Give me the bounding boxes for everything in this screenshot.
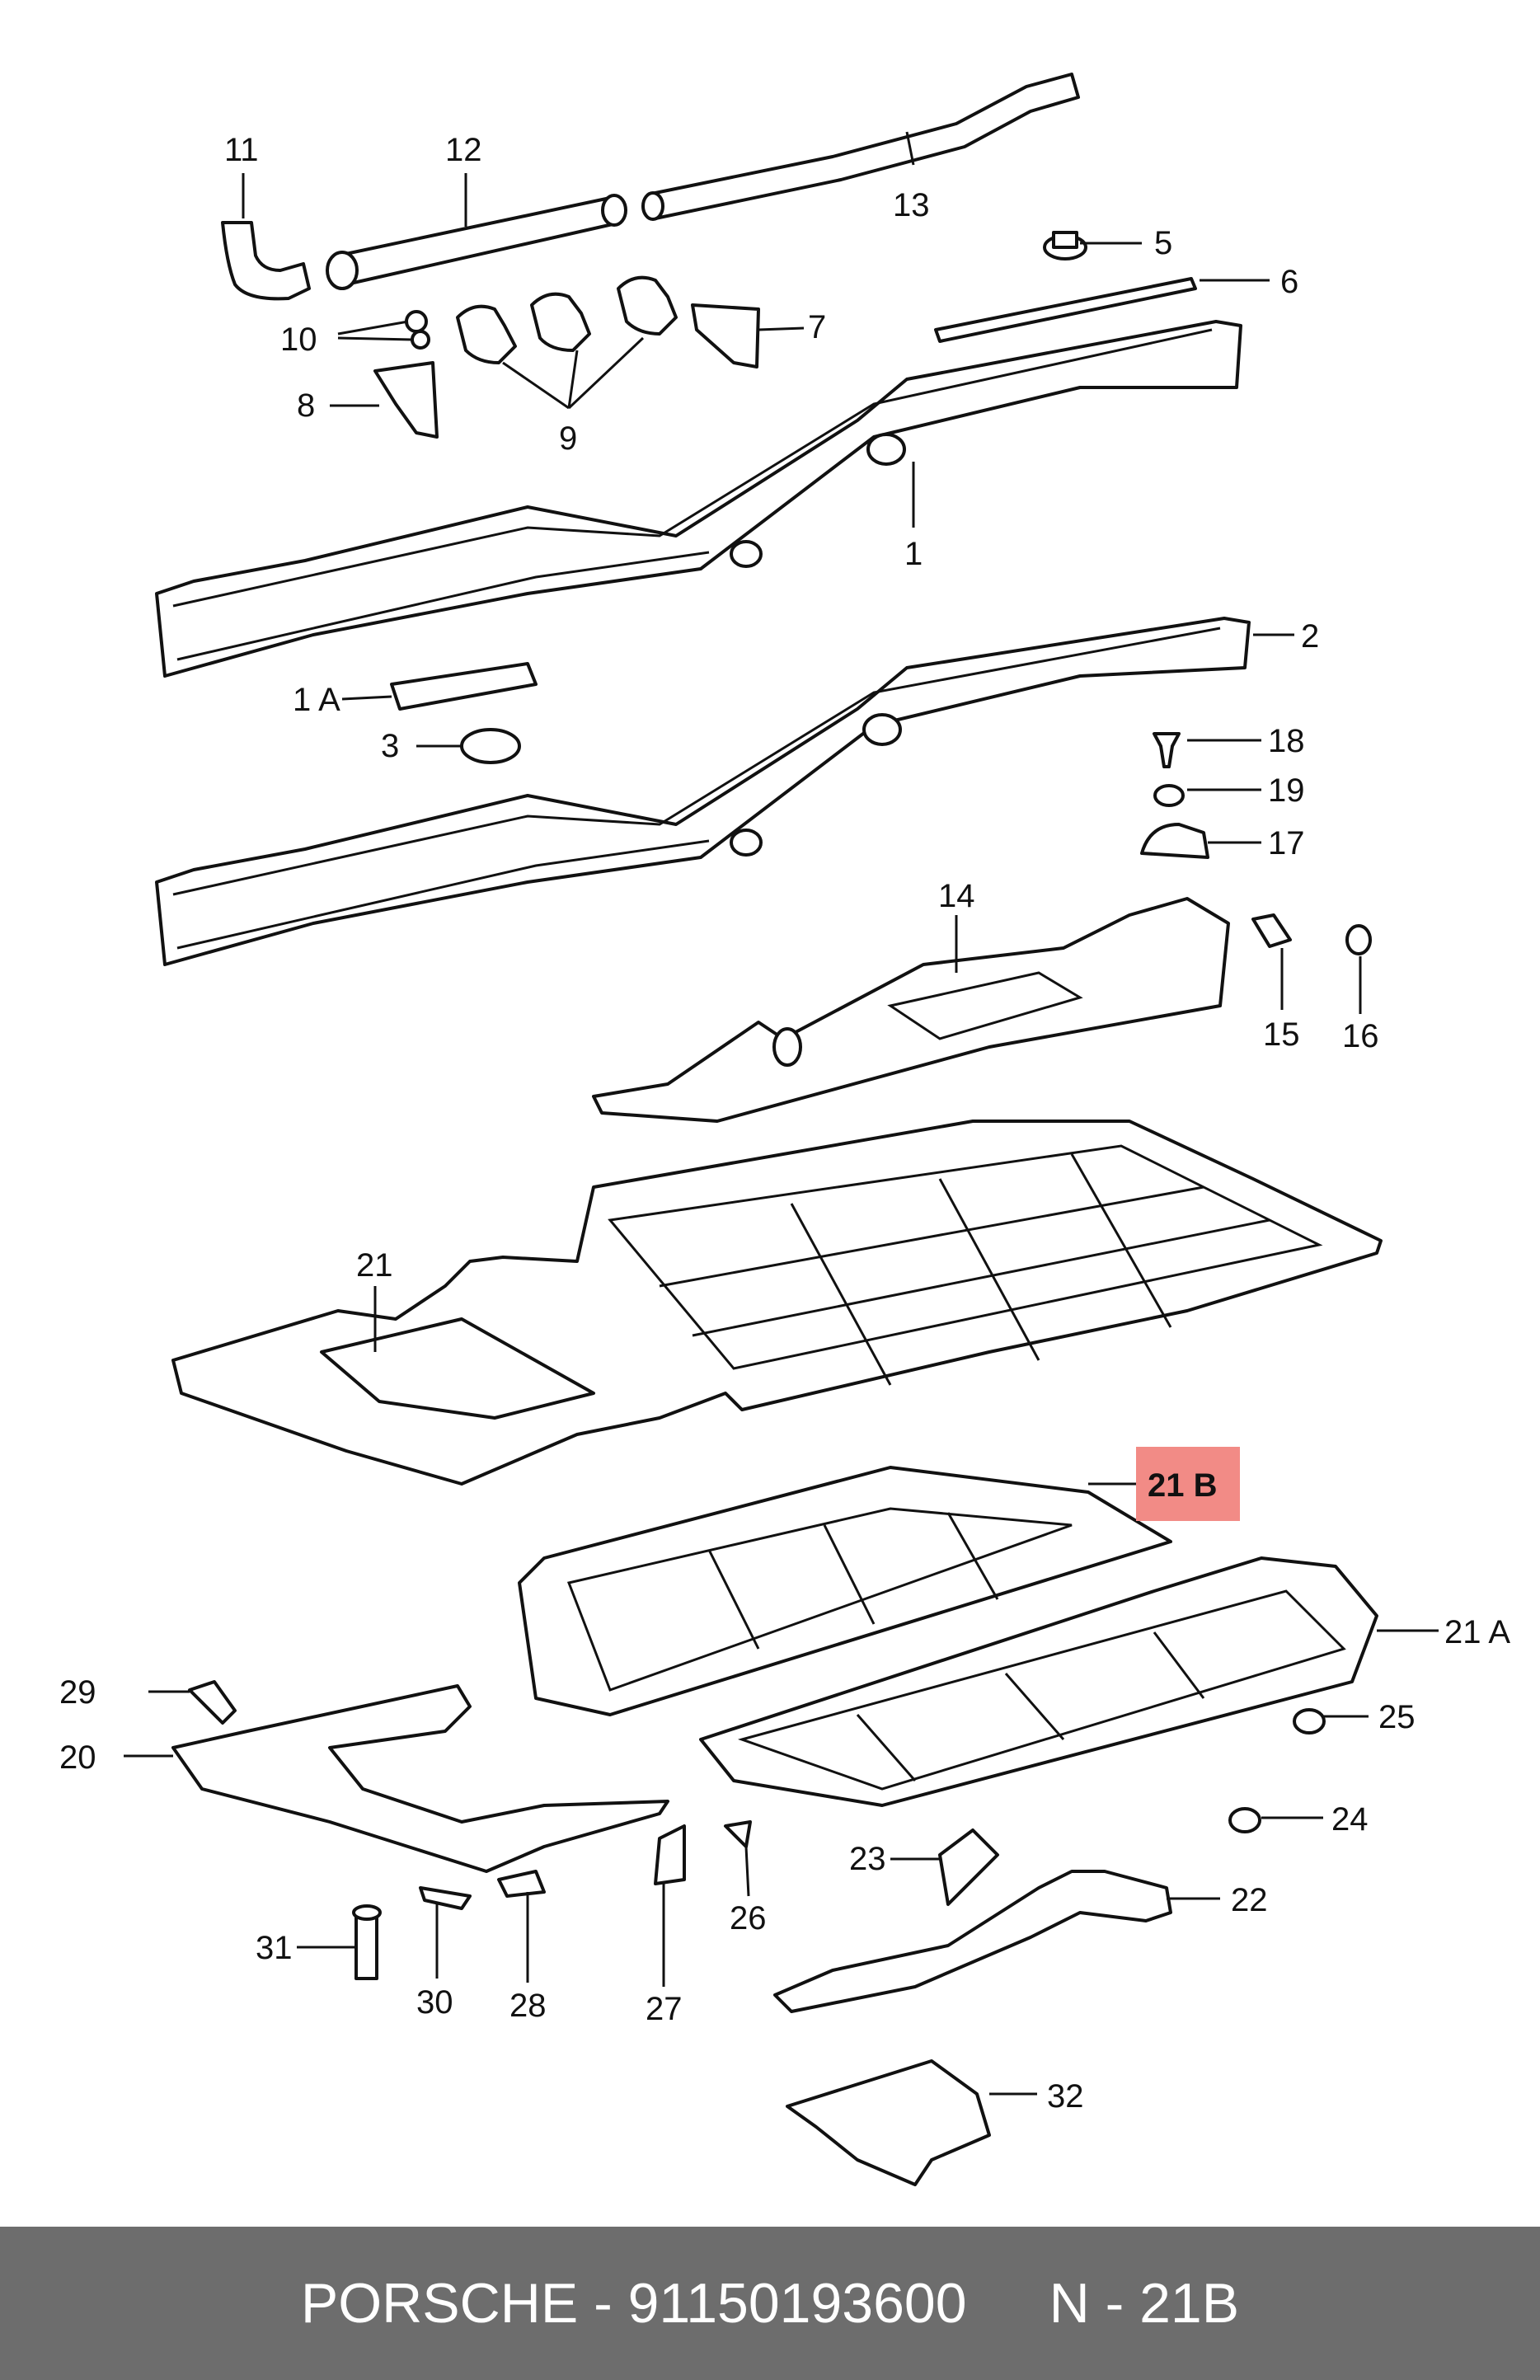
label-20: 20 <box>59 1739 96 1776</box>
label-32: 32 <box>1047 2078 1084 2115</box>
label-24: 24 <box>1331 1801 1369 1838</box>
label-10: 10 <box>280 322 317 358</box>
part-3-cap <box>460 728 521 764</box>
label-1a: 1 A <box>293 682 340 718</box>
callout-labels: 11 12 13 5 6 10 7 8 9 1 1 A 3 2 18 19 17… <box>59 132 1510 2115</box>
part-25-nut <box>1293 1708 1326 1735</box>
part-5-grommet <box>1043 231 1087 261</box>
part-1a-pad <box>390 662 538 711</box>
label-15: 15 <box>1263 1016 1300 1053</box>
label-21a: 21 A <box>1444 1614 1510 1650</box>
part-6-strip <box>934 277 1197 343</box>
label-5: 5 <box>1154 225 1172 261</box>
label-22: 22 <box>1231 1882 1268 1918</box>
label-26: 26 <box>730 1900 767 1936</box>
footer-bar: PORSCHE - 91150193600 N - 21B <box>0 2227 1540 2380</box>
part-7-bracket <box>691 303 760 369</box>
part-11-hose <box>221 221 311 301</box>
part-21-floor-pan <box>171 1120 1383 1486</box>
part-1-frame-rail <box>155 320 1242 678</box>
label-21: 21 <box>356 1247 393 1284</box>
part-19-nut <box>1153 784 1185 807</box>
part-8-bracket <box>373 361 439 439</box>
label-8: 8 <box>297 387 315 424</box>
label-2: 2 <box>1301 618 1319 655</box>
highlight-box <box>1136 1447 1240 1521</box>
part-13-pipe <box>641 73 1080 221</box>
label-27: 27 <box>646 1991 683 2027</box>
label-16: 16 <box>1342 1018 1379 1054</box>
label-14: 14 <box>938 878 975 914</box>
part-2-frame-rail <box>155 617 1251 966</box>
footer-part-number: PORSCHE - 91150193600 <box>300 2272 967 2335</box>
leader-lines <box>124 131 1439 2096</box>
label-17: 17 <box>1268 825 1305 861</box>
label-29: 29 <box>59 1674 96 1711</box>
part-17-cover <box>1140 823 1209 859</box>
part-30-clip <box>419 1886 472 1910</box>
part-26-clip <box>724 1820 752 1848</box>
label-31: 31 <box>256 1930 293 1966</box>
part-12-tube <box>326 194 627 290</box>
label-1: 1 <box>904 536 923 572</box>
part-29-clip <box>188 1680 237 1725</box>
label-23: 23 <box>849 1841 886 1877</box>
part-32-plate <box>786 2059 991 2186</box>
part-31-bolt <box>352 1904 382 1980</box>
label-6: 6 <box>1280 264 1298 300</box>
part-23-bracket <box>938 1828 999 1906</box>
label-11: 11 <box>224 132 259 168</box>
part-22-bracket <box>773 1870 1172 2013</box>
label-12: 12 <box>445 132 482 168</box>
part-21a-floor-panel <box>699 1556 1378 1807</box>
part-18-screw <box>1153 732 1181 768</box>
label-13: 13 <box>893 187 930 223</box>
part-20-panel <box>171 1684 669 1873</box>
label-9: 9 <box>559 420 577 457</box>
part-15-clip <box>1251 913 1292 948</box>
parts-diagram: 11 12 13 5 6 10 7 8 9 1 1 A 3 2 18 19 17… <box>59 73 1510 2186</box>
part-10-clips <box>405 310 430 350</box>
label-21b: 21 B <box>1148 1467 1218 1504</box>
label-30: 30 <box>416 1984 453 2021</box>
part-27-bracket <box>654 1824 686 1885</box>
footer-position: N - 21B <box>1049 2272 1240 2335</box>
part-24-nut <box>1228 1807 1261 1833</box>
label-18: 18 <box>1268 723 1305 759</box>
label-28: 28 <box>509 1988 547 2024</box>
label-3: 3 <box>381 728 399 764</box>
label-19: 19 <box>1268 772 1305 809</box>
label-7: 7 <box>808 309 826 345</box>
part-16-plug <box>1345 924 1372 955</box>
part-21b-floor-panel <box>518 1466 1172 1716</box>
part-9-brackets <box>456 275 678 364</box>
part-14-tunnel <box>592 897 1230 1123</box>
label-25: 25 <box>1378 1699 1416 1735</box>
part-28-clip <box>497 1870 546 1898</box>
